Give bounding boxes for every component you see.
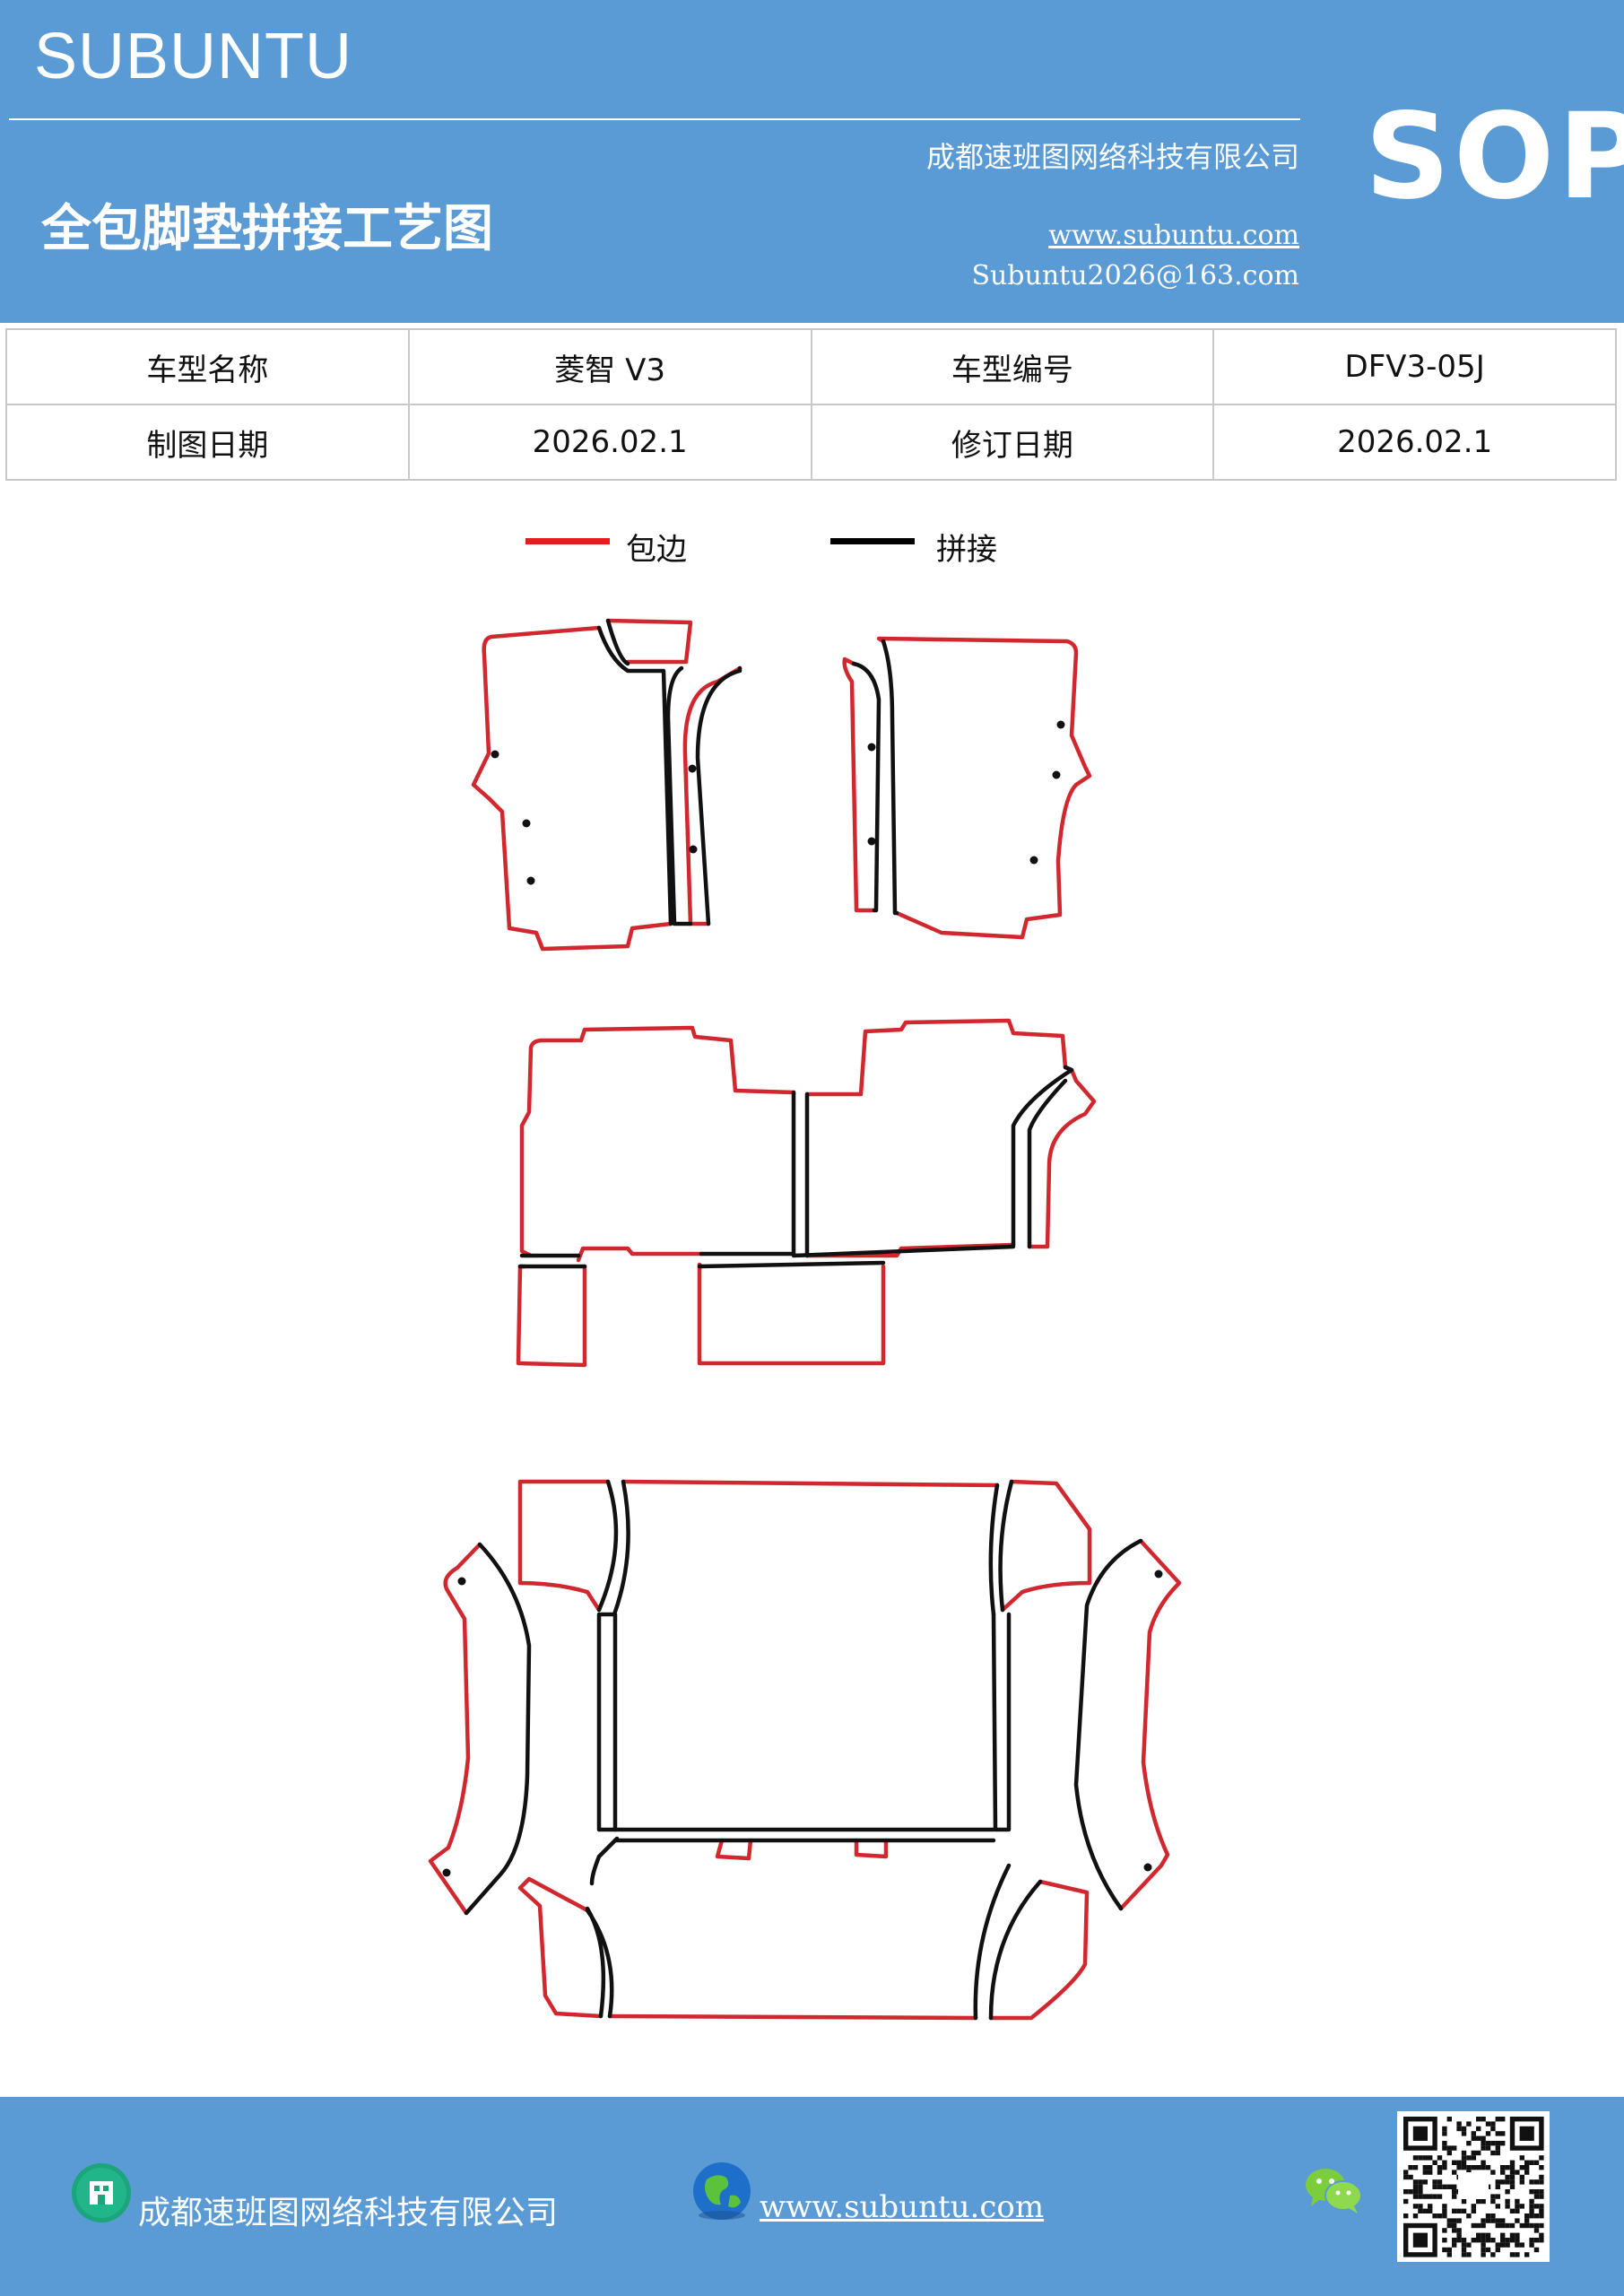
driver-mat-edge [471, 625, 673, 952]
hole [442, 1868, 451, 1877]
email-address: Subuntu2026@163.com [971, 260, 1299, 291]
middle-center-seam [699, 1090, 810, 1258]
legend-swatch-edge [525, 538, 610, 544]
footer-website-link[interactable]: www.subuntu.com [760, 2189, 1045, 2225]
passenger-side-strip-edge [842, 657, 877, 913]
rear-left-wing-edge [428, 1542, 482, 1916]
rear-small-tab-right-edge [854, 1838, 889, 1859]
table-cell: 车型名称 [5, 328, 410, 405]
rear-bottom-left-flap-edge [517, 1876, 604, 2019]
rear-left-wing-seam [464, 1542, 532, 1916]
small-left-block-edge [516, 1264, 587, 1368]
hole [1056, 720, 1065, 729]
hole [867, 837, 876, 846]
rear-top-left-seam [596, 1479, 630, 1617]
hole [1154, 1570, 1163, 1578]
brand-name: SUBUNTU [34, 21, 353, 92]
rear-top-right-flap-edge [1000, 1479, 1092, 1613]
rear-bottom-right-flap-edge [988, 1879, 1090, 2021]
hole [1143, 1863, 1152, 1872]
middle-right-mat-edge [804, 1018, 1097, 1258]
legend-swatch-seam [830, 538, 915, 544]
driver-strip-seam [665, 665, 743, 926]
website-link[interactable]: www.subuntu.com [1048, 220, 1299, 251]
rear-right-wing-edge [1118, 1538, 1182, 1911]
sop-badge: SOP [1365, 88, 1624, 226]
hole [1029, 856, 1038, 865]
passenger-mat-edge [876, 636, 1092, 940]
table-cell: DFV3-05J [1212, 328, 1617, 405]
table-cell: 制图日期 [5, 404, 410, 481]
page-title: 全包脚垫拼接工艺图 [41, 199, 493, 258]
small-center-block-seam [697, 1260, 886, 1269]
small-center-block-edge [697, 1262, 886, 1366]
mounting-holes [442, 720, 1163, 1877]
hole [491, 750, 499, 759]
hole [689, 845, 698, 854]
driver-mat-top-seam [605, 618, 630, 666]
building-icon [72, 2163, 131, 2222]
rear-top-left-flap-edge [517, 1479, 611, 1613]
globe-icon [693, 2162, 751, 2220]
rear-horizontal-seam [612, 1827, 996, 1843]
hole [867, 743, 876, 752]
legend: 包边 拼接 [0, 525, 1624, 570]
hole [522, 819, 531, 828]
passenger-mat-seam [881, 639, 899, 916]
table-row: 车型名称 菱智 V3 车型编号 DFV3-05J [5, 328, 1617, 405]
hole [1052, 770, 1061, 779]
middle-bottom-seam [519, 1244, 1016, 1258]
footer-banner: 成都速班图网络科技有限公司 www.subuntu.com [0, 2097, 1624, 2296]
rear-top-panel-edge [621, 1479, 1000, 1488]
table-cell: 车型编号 [810, 328, 1215, 405]
rear-bottom-panel-edge [607, 2013, 978, 2021]
hole [526, 876, 535, 885]
rear-bottom-left-seam [585, 1836, 620, 2019]
qr-code [1397, 2111, 1550, 2262]
rear-center-left-seam [596, 1612, 618, 1832]
driver-side-strip-edge [682, 665, 743, 926]
footer-company-name: 成都速班图网络科技有限公司 [138, 2195, 559, 2231]
table-row: 制图日期 2026.02.1 修订日期 2026.02.1 [5, 404, 1617, 481]
legend-label-seam: 拼接 [936, 532, 997, 568]
passenger-strip-seam [851, 661, 881, 913]
rear-center-right-seam [991, 1612, 1012, 1832]
header-banner: SUBUNTU 成都速班图网络科技有限公司 全包脚垫拼接工艺图 www.subu… [0, 0, 1624, 323]
middle-right-strip-seam [1011, 1065, 1074, 1249]
table-cell: 2026.02.1 [1212, 404, 1617, 481]
company-name: 成都速班图网络科技有限公司 [925, 140, 1299, 174]
driver-mat-top-piece-edge [605, 618, 693, 665]
driver-mat-seam [596, 625, 673, 926]
wechat-icon[interactable] [1302, 2163, 1365, 2217]
hole [688, 764, 697, 773]
table-cell: 2026.02.1 [407, 404, 812, 481]
rear-right-wing-seam [1073, 1538, 1143, 1911]
info-table: 车型名称 菱智 V3 车型编号 DFV3-05J 制图日期 2026.02.1 … [5, 328, 1617, 481]
middle-left-mat-edge [519, 1025, 796, 1263]
table-cell: 菱智 V3 [407, 328, 812, 405]
rear-bottom-right-seam [973, 1863, 1043, 2021]
legend-label-edge: 包边 [626, 532, 687, 568]
header-divider [9, 118, 1300, 120]
rear-small-tab-left-edge [715, 1838, 753, 1861]
hole [457, 1577, 466, 1586]
table-cell: 修订日期 [810, 404, 1215, 481]
rear-top-right-seam [988, 1479, 1014, 1617]
